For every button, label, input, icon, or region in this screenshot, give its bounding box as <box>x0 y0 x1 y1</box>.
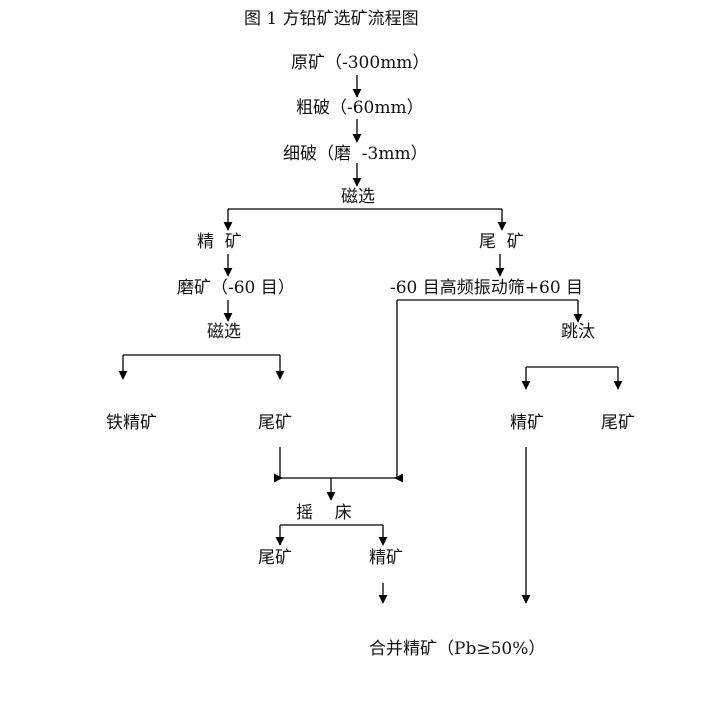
node-magnetic-separation-2: 磁选 <box>207 322 241 342</box>
node-high-frequency-screen: -60 目高频振动筛+60 目 <box>390 278 584 298</box>
diagram-title: 图 1 方铅矿选矿流程图 <box>244 9 419 29</box>
node-table-concentrate: 精矿 <box>369 548 403 568</box>
node-iron-concentrate: 铁精矿 <box>106 413 157 433</box>
node-concentrate-1: 精 矿 <box>197 232 242 252</box>
node-tailings-2: 尾矿 <box>258 413 292 433</box>
node-fine-crush: 细破（磨 -3mm） <box>283 144 428 164</box>
node-coarse-crush: 粗破（-60mm） <box>296 98 424 118</box>
node-jigging: 跳汰 <box>561 322 595 342</box>
node-table-tailings: 尾矿 <box>258 548 292 568</box>
node-magnetic-separation-1: 磁选 <box>341 187 375 207</box>
node-jig-tailings: 尾矿 <box>601 413 635 433</box>
node-tailings-1: 尾 矿 <box>479 232 524 252</box>
node-jig-concentrate: 精矿 <box>510 413 544 433</box>
node-combined-concentrate: 合并精矿（Pb≥50%） <box>369 639 546 659</box>
node-grinding: 磨矿（-60 目） <box>177 278 295 298</box>
node-raw-ore: 原矿（-300mm） <box>291 53 430 73</box>
node-shaking-table: 摇 床 <box>296 503 352 523</box>
